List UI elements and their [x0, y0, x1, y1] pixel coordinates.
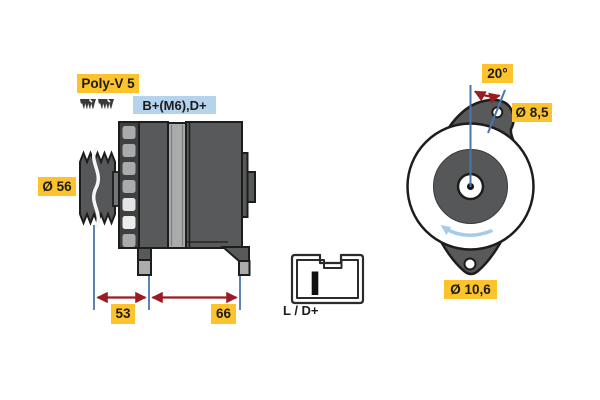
rotation-direction-arrow-icon — [446, 228, 493, 237]
rear-housing — [185, 121, 243, 249]
rear-foot-bracket — [220, 246, 250, 262]
dimension-66-label: 66 — [211, 304, 236, 324]
vent-slot — [122, 144, 136, 157]
lug-axis-line — [487, 89, 506, 134]
terminal-designation-label: B+(M6),D+ — [133, 96, 216, 114]
connector-outline — [290, 253, 365, 305]
vent-slot — [122, 198, 136, 211]
vent-slot — [122, 126, 136, 139]
lower-lug-hole — [463, 257, 477, 271]
vent-slot — [122, 234, 136, 247]
alternator-side-view — [79, 98, 256, 310]
connector-terminal-pin — [311, 271, 319, 295]
mounting-angle-label: 20° — [482, 64, 513, 83]
pulley-break-line — [92, 147, 100, 229]
lower-hole-diameter-label: Ø 10,6 — [444, 280, 497, 299]
terminal-stud — [246, 171, 256, 203]
vent-slot — [122, 216, 136, 229]
alternator-front-view — [406, 85, 535, 276]
pulley-diameter-label: Ø 56 — [38, 177, 76, 196]
connector-terminal-label: L / D+ — [283, 302, 319, 318]
connector-inner-wall — [296, 259, 359, 299]
rear-foot-pad — [238, 260, 251, 276]
rotation-arrow-head — [440, 225, 451, 235]
belt-type-label: Poly-V 5 — [77, 74, 139, 93]
dimension-53-label: 53 — [111, 304, 135, 324]
front-housing — [138, 121, 169, 249]
front-foot-pad — [137, 259, 152, 276]
angle-arrow — [473, 90, 501, 104]
vent-slot — [122, 180, 136, 193]
belt-profile-icon — [80, 98, 96, 110]
stator-band — [167, 122, 187, 249]
belt-profile-icon — [98, 98, 114, 110]
upper-hole-diameter-label: Ø 8,5 — [512, 103, 552, 122]
connector-symbol — [290, 253, 365, 305]
vent-slot — [122, 162, 136, 175]
